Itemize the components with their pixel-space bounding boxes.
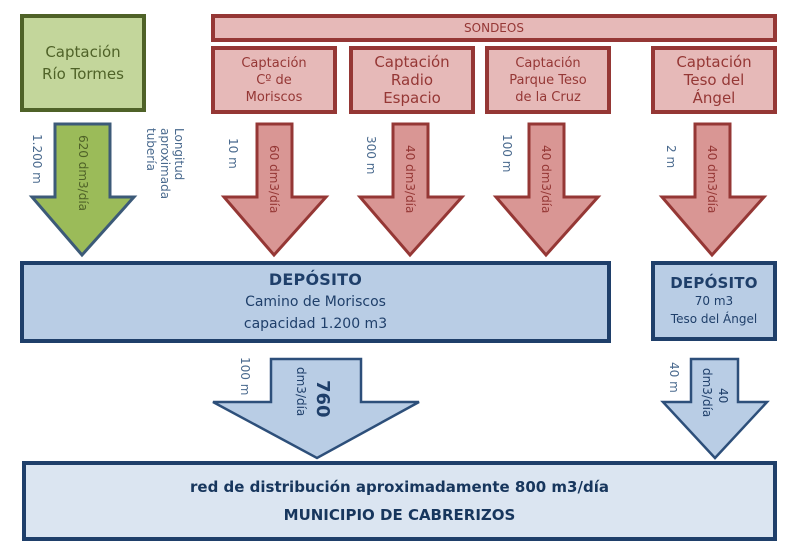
source-label-line: Captación (45, 43, 121, 61)
deposit-camino-moriscos: DEPÓSITO Camino de Moriscos capacidad 1.… (20, 261, 611, 343)
distribution-network: red de distribución aproximadamente 800 … (22, 461, 777, 541)
flow-arrow-radio-espacio (356, 122, 466, 258)
deposit-teso-angel: DEPÓSITO 70 m3 Teso del Ángel (651, 261, 777, 341)
well-label-line: Teso del (683, 71, 745, 89)
flow-label: 60 dm3/día (267, 145, 281, 214)
distance-label: 300 m (364, 136, 378, 175)
flow-arrow-teso-angel (658, 122, 768, 258)
sondeos-label: SONDEOS (464, 21, 524, 35)
pipe-length-note: Longitud aproximada tubería (144, 128, 186, 200)
source-rio-tormes: Captación Río Tormes (20, 14, 146, 112)
source-label-line: Río Tormes (42, 65, 124, 83)
network-capacity: red de distribución aproximadamente 800 … (190, 478, 609, 496)
well-label-line: Parque Teso (509, 72, 587, 88)
flow-arrow-main-distribution (212, 357, 420, 460)
distance-label: 100 m (500, 134, 514, 173)
well-radio-espacio: Captación Radio Espacio (349, 46, 475, 114)
deposit-title: DEPÓSITO (670, 274, 758, 292)
well-teso-angel: Captación Teso del Ángel (651, 46, 777, 114)
well-label-line: Captación (374, 53, 450, 71)
well-label-line: Captación (241, 55, 307, 71)
flow-arrow-parque-teso (492, 122, 602, 258)
distance-label: 40 m (667, 362, 681, 393)
well-moriscos: Captación Cº de Moriscos (211, 46, 337, 114)
well-label-line: Radio (390, 71, 434, 89)
well-label-line: Captación (676, 53, 752, 71)
distance-label: 1.200 m (30, 134, 44, 184)
distance-label: 10 m (226, 138, 240, 169)
well-label-line: Moriscos (245, 89, 303, 105)
deposit-line: Camino de Moriscos (245, 294, 386, 310)
deposit-title: DEPÓSITO (268, 270, 363, 289)
flow-value: 760 (312, 380, 333, 418)
flow-arrow-moriscos (220, 122, 330, 258)
flow-label: 620 dm3/día (76, 135, 90, 212)
well-label-line: Cº de (256, 72, 292, 88)
flow-unit: dm3/día (294, 367, 308, 417)
deposit-line: Teso del Ángel (670, 312, 758, 326)
deposit-capacity: capacidad 1.200 m3 (243, 316, 388, 332)
well-label-line: de la Cruz (515, 89, 581, 105)
flow-label: 40 dm3/día (705, 145, 719, 214)
distance-label: 2 m (664, 145, 678, 169)
well-label-line: Espacio (383, 89, 441, 107)
flow-unit: dm3/día (700, 368, 714, 418)
flow-value: 40 (716, 388, 730, 404)
sondeos-banner: SONDEOS (211, 14, 777, 42)
municipality-name: MUNICIPIO DE CABRERIZOS (283, 506, 516, 524)
flow-label: 40 dm3/día (403, 145, 417, 214)
well-label-line: Ángel (692, 89, 736, 107)
deposit-capacity: 70 m3 (694, 294, 734, 308)
well-parque-teso-cruz: Captación Parque Teso de la Cruz (485, 46, 611, 114)
flow-label: 40 dm3/día (539, 145, 553, 214)
distance-label: 100 m (238, 357, 252, 396)
well-label-line: Captación (515, 55, 581, 71)
flow-arrow-river (28, 122, 138, 258)
flow-arrow-angel-distribution (660, 357, 770, 460)
